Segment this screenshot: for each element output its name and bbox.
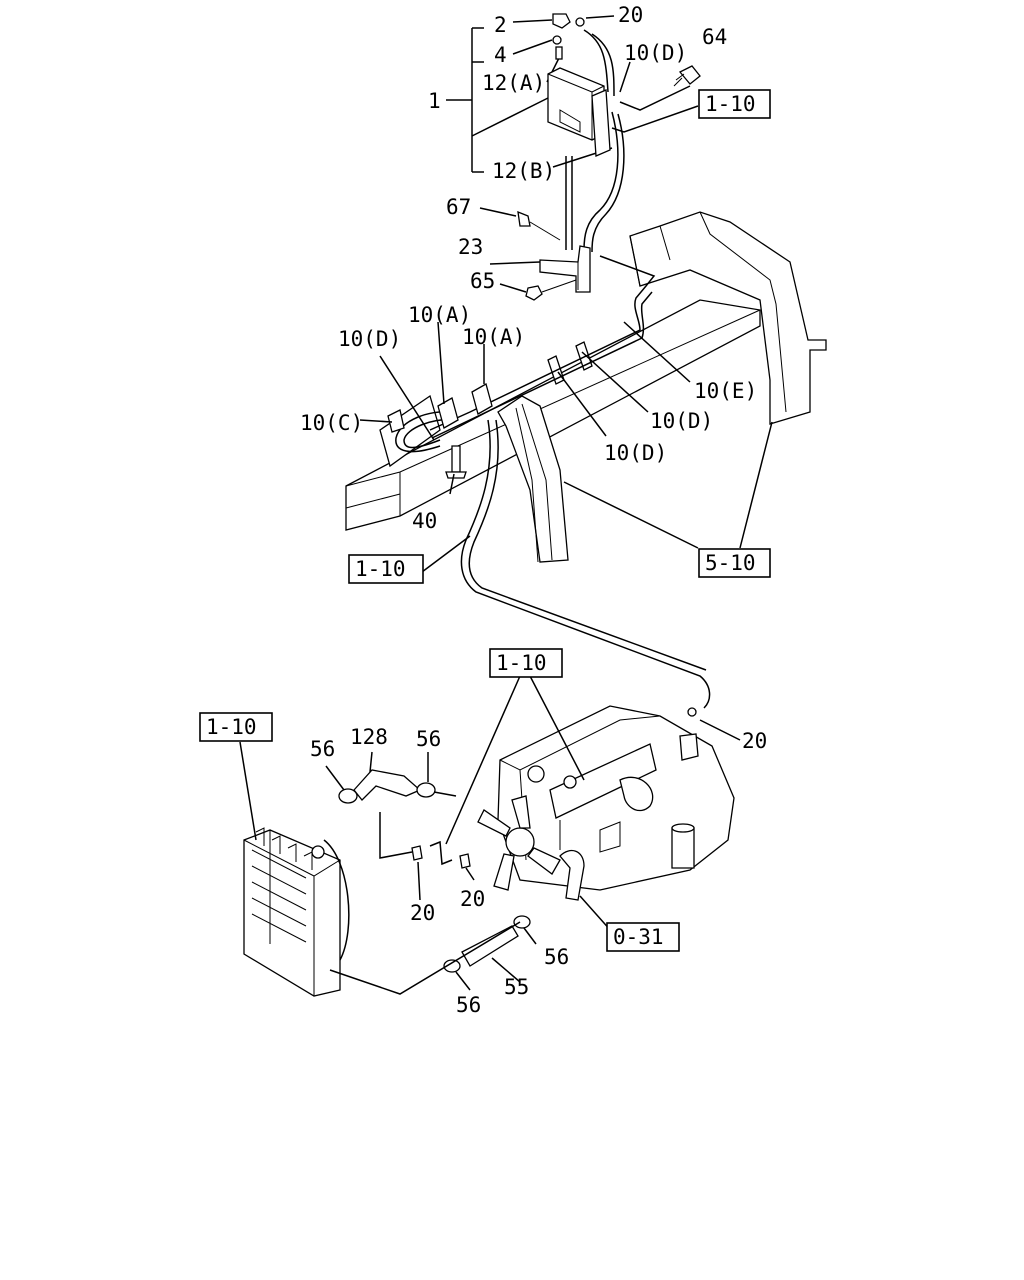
- part-label-2: 2: [494, 13, 507, 37]
- ref-box-0-31: 0-31: [606, 922, 680, 952]
- part-label-20-b2: 20: [460, 887, 485, 911]
- part-label-20-top: 20: [618, 3, 643, 27]
- part-label-10c: 10(C): [300, 411, 363, 435]
- ref-box-5-10: 5-10: [698, 548, 771, 578]
- ref-box-1-10-radiator: 1-10: [199, 712, 273, 742]
- part-label-10a-2: 10(A): [462, 325, 525, 349]
- part-label-128: 128: [350, 725, 388, 749]
- part-label-1: 1: [428, 89, 441, 113]
- part-label-10d-mid1: 10(D): [650, 409, 713, 433]
- ref-label: 5-10: [705, 551, 756, 575]
- part-label-56-c: 56: [544, 945, 569, 969]
- part-label-10e: 10(E): [694, 379, 757, 403]
- part-label-10d-top: 10(D): [624, 41, 687, 65]
- ref-label: 1-10: [496, 651, 547, 675]
- ref-box-1-10-mid: 1-10: [348, 554, 424, 584]
- part-label-4: 4: [494, 43, 507, 67]
- part-label-56-b: 56: [416, 727, 441, 751]
- part-label-56-a: 56: [310, 737, 335, 761]
- part-labels: 2 4 12(A) 1 12(B) 20 10(D) 64 67 23 65 1…: [300, 3, 767, 1017]
- part-label-65: 65: [470, 269, 495, 293]
- ref-label: 1-10: [206, 715, 257, 739]
- part-label-56-d: 56: [456, 993, 481, 1017]
- part-label-23: 23: [458, 235, 483, 259]
- cooler-assembly: [446, 13, 701, 301]
- frame-and-piping: [345, 211, 827, 709]
- ref-box-1-10-engine: 1-10: [489, 648, 563, 678]
- part-label-20-b1: 20: [410, 901, 435, 925]
- ref-label: 1-10: [705, 92, 756, 116]
- part-label-12a: 12(A): [482, 71, 545, 95]
- ref-box-1-10-top: 1-10: [698, 89, 771, 119]
- part-label-20-right: 20: [742, 729, 767, 753]
- part-label-64: 64: [702, 25, 727, 49]
- part-label-12b: 12(B): [492, 159, 555, 183]
- ref-label: 1-10: [355, 557, 406, 581]
- part-label-55: 55: [504, 975, 529, 999]
- part-label-10d-mid2: 10(D): [604, 441, 667, 465]
- part-label-10d-left: 10(D): [338, 327, 401, 351]
- part-label-67: 67: [446, 195, 471, 219]
- part-label-40: 40: [412, 509, 437, 533]
- part-label-10a-1: 10(A): [408, 303, 471, 327]
- engine-and-radiator: [239, 675, 741, 997]
- ref-label: 0-31: [613, 925, 664, 949]
